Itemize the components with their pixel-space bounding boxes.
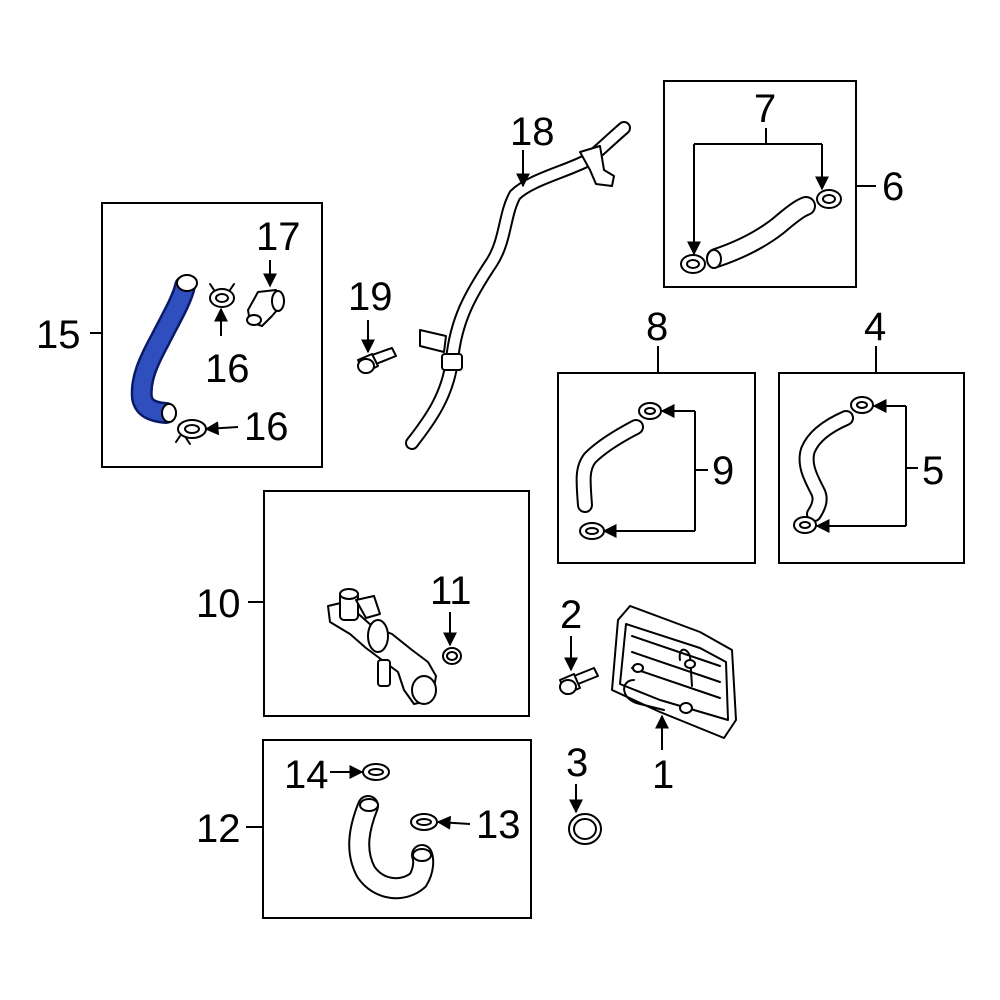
- connector-part-17[interactable]: [246, 289, 285, 327]
- callout-11: 11: [430, 569, 472, 613]
- group-box-8: [557, 372, 756, 564]
- oil-cooler-part-1[interactable]: [611, 605, 737, 739]
- clamp-part-5-lower[interactable]: [793, 516, 817, 534]
- callout-2: 2: [560, 593, 582, 637]
- callout-3: 3: [566, 741, 588, 785]
- callout-17: 17: [256, 215, 301, 259]
- callout-16-lower: 16: [244, 405, 289, 449]
- group-box-6: [663, 80, 857, 288]
- group-box-15: [101, 202, 323, 468]
- callout-13: 13: [476, 803, 521, 847]
- o-ring-part-3[interactable]: [568, 813, 602, 845]
- o-ring-part-11[interactable]: [442, 647, 462, 665]
- callout-19: 19: [348, 275, 393, 319]
- callout-7: 7: [754, 87, 776, 131]
- clamp-part-9-upper[interactable]: [638, 402, 662, 420]
- group-box-12: [262, 739, 532, 919]
- clamp-part-16-lower[interactable]: [175, 419, 207, 445]
- bolt-part-19[interactable]: [357, 347, 397, 374]
- callout-5: 5: [922, 449, 944, 493]
- hose-part-12[interactable]: [348, 795, 435, 900]
- hose-part-4[interactable]: [798, 410, 854, 522]
- clamp-part-5-upper[interactable]: [850, 396, 874, 414]
- clamp-part-7-right[interactable]: [816, 189, 842, 209]
- fitting-part-10[interactable]: [327, 588, 437, 705]
- callout-8: 8: [646, 305, 668, 349]
- group-box-4: [778, 372, 965, 564]
- callout-10: 10: [196, 582, 241, 626]
- callout-12: 12: [196, 807, 241, 851]
- clamp-part-7-left[interactable]: [680, 254, 706, 274]
- clamp-part-13[interactable]: [410, 813, 438, 831]
- group-box-10: [263, 490, 530, 717]
- callout-labels: 15 17 16 16 18 19 7 6 8 4 9 5 10 11 2 3 …: [36, 87, 944, 851]
- tube-part-18[interactable]: [405, 121, 631, 450]
- callout-18: 18: [510, 110, 555, 154]
- callout-1: 1: [652, 753, 674, 797]
- clamp-part-9-lower[interactable]: [579, 522, 605, 540]
- hose-part-15-highlighted[interactable]: [130, 274, 198, 424]
- callout-14: 14: [284, 753, 329, 797]
- leader-lines: [90, 128, 918, 830]
- callout-9: 9: [712, 449, 734, 493]
- callout-4: 4: [864, 305, 886, 349]
- clamp-part-14[interactable]: [362, 763, 390, 781]
- callout-6: 6: [882, 165, 904, 209]
- hose-part-8[interactable]: [575, 419, 644, 513]
- callout-15: 15: [36, 313, 81, 357]
- bolt-part-2[interactable]: [559, 667, 599, 695]
- hose-part-6[interactable]: [706, 196, 816, 269]
- callout-16-upper: 16: [205, 347, 250, 391]
- clamp-part-16-upper[interactable]: [209, 283, 235, 308]
